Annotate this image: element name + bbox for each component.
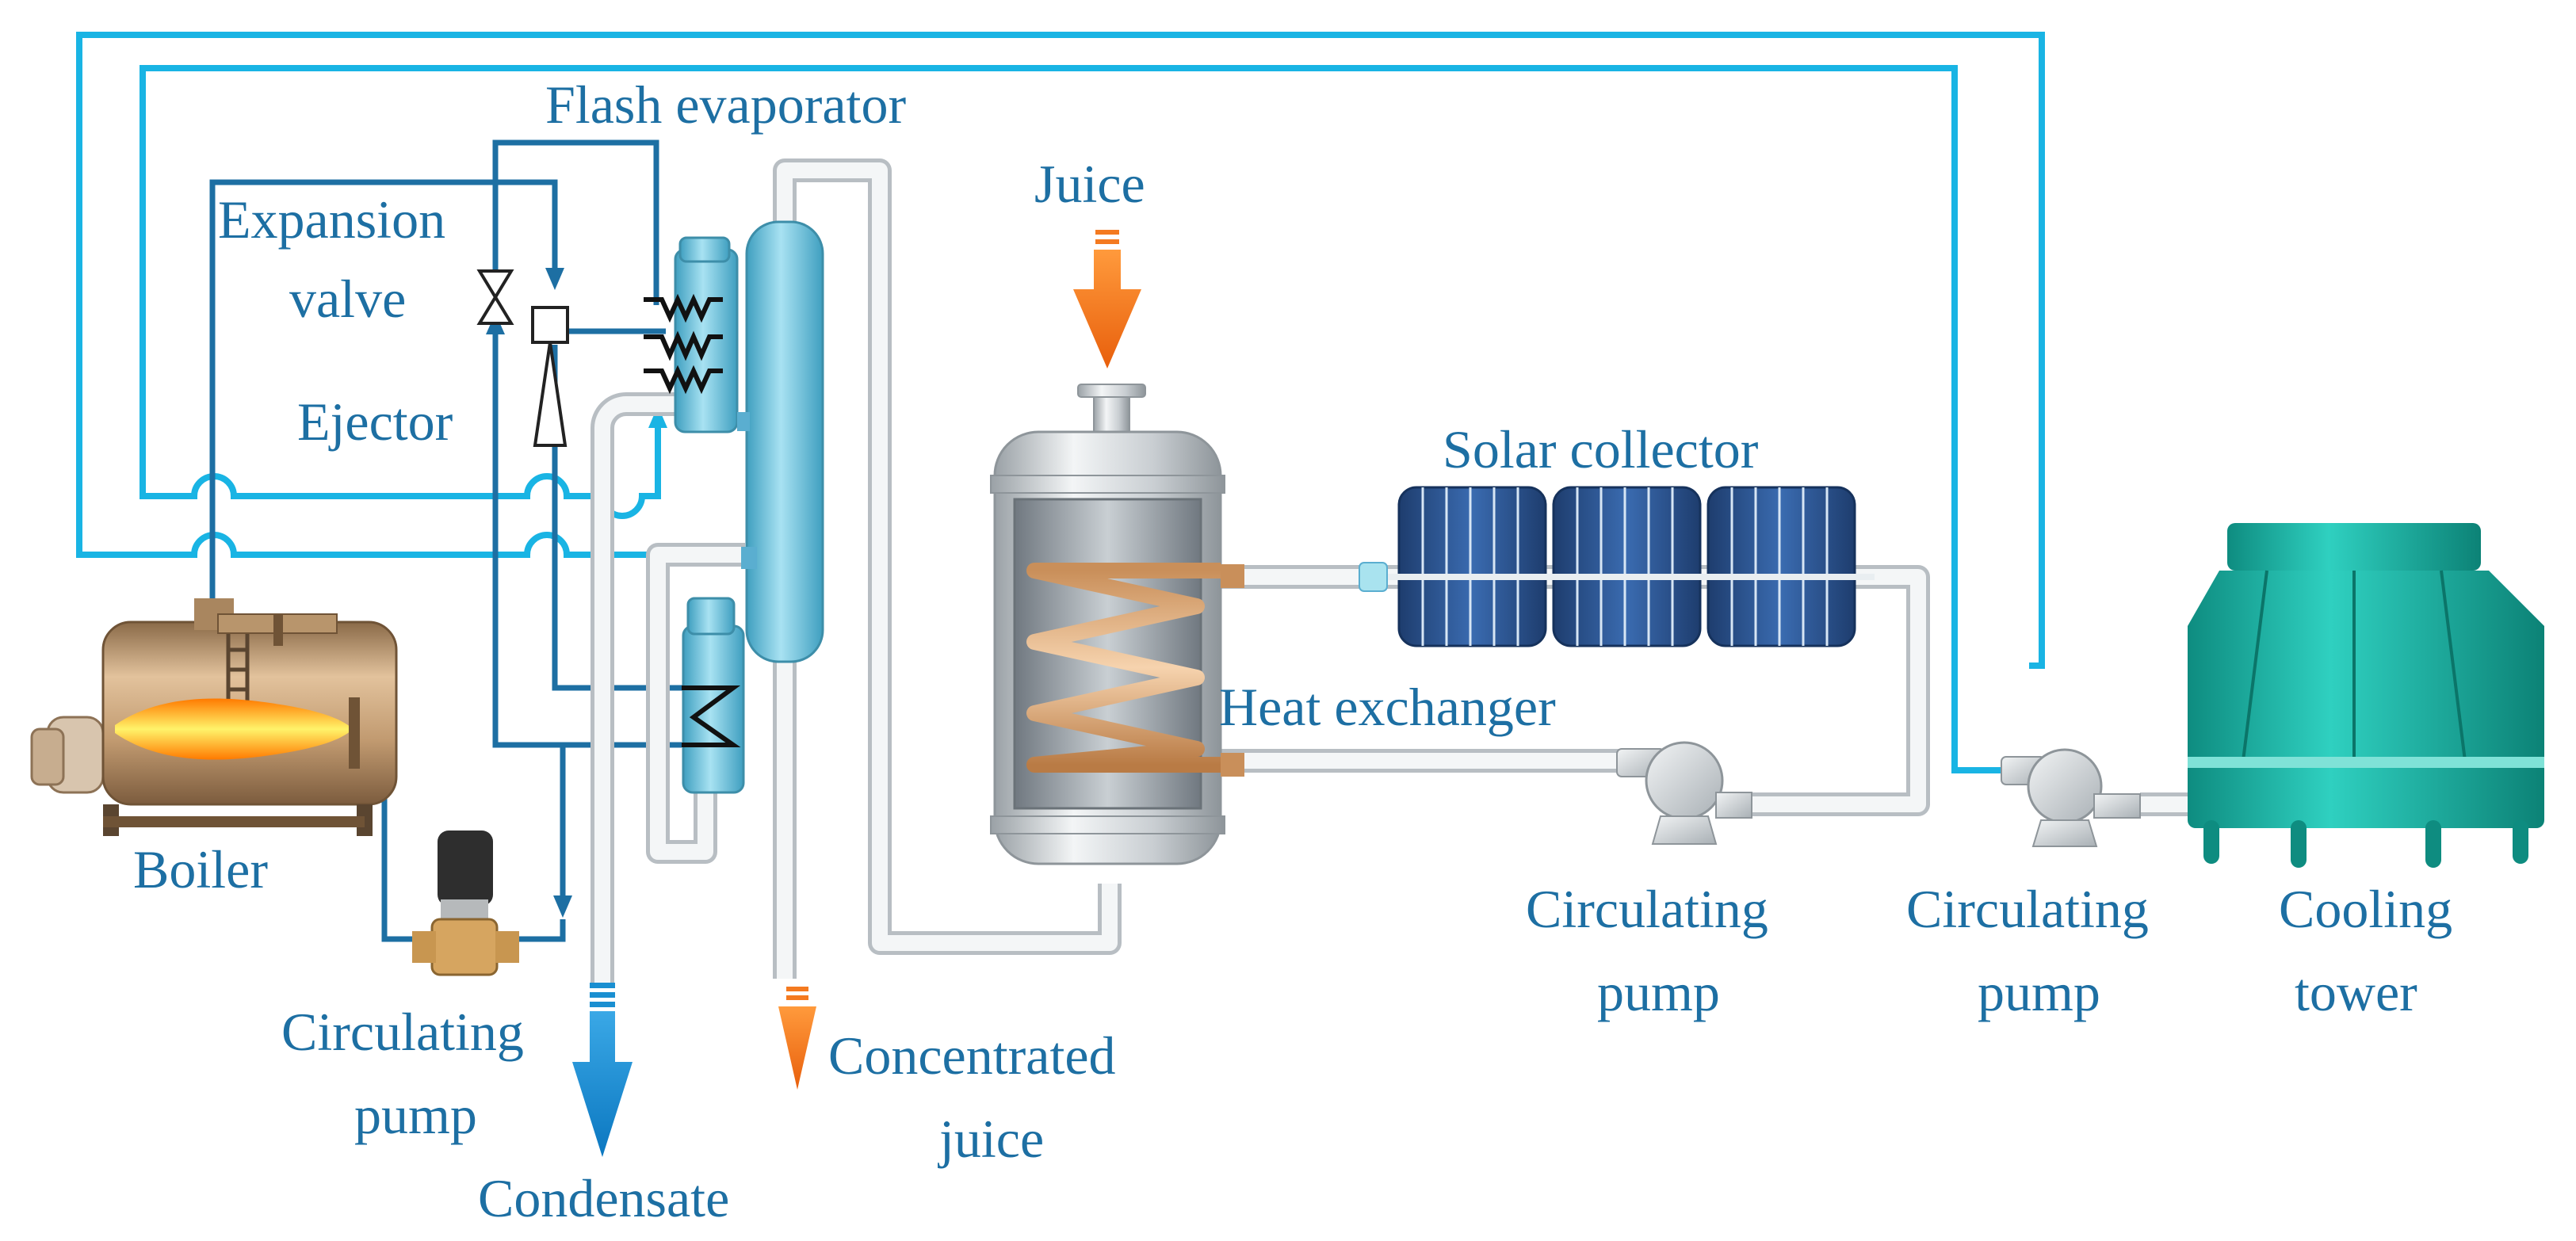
flash-evaporator-vessel	[737, 220, 824, 663]
right-circulating-pump	[2001, 748, 2141, 847]
heat-exchanger	[990, 384, 1244, 865]
cooling-water-loop-outer	[76, 32, 2045, 669]
lower-condenser	[682, 597, 745, 794]
label-cooling-tower-line1: Cooling	[2279, 879, 2452, 939]
expansion-valve	[476, 269, 514, 325]
label-expansion-valve-line1: Expansion	[218, 189, 445, 250]
label-boiler: Boiler	[133, 839, 268, 899]
label-left-pump-line1: Circulating	[281, 1002, 524, 1062]
label-solar-collector: Solar collector	[1443, 419, 1759, 479]
label-condensate: Condensate	[478, 1168, 729, 1228]
cooling-tower	[2188, 523, 2544, 868]
ejector	[531, 306, 569, 447]
solar-collector	[1359, 486, 1875, 647]
mid-circulating-pump	[1616, 741, 1752, 845]
label-concentrated-juice-line2: juice	[938, 1109, 1044, 1169]
solar-panel-3	[1707, 486, 1856, 647]
label-right-pump-line2: pump	[1978, 962, 2100, 1022]
cooling-water-loop-inner	[140, 65, 2029, 773]
solar-panel-1	[1397, 486, 1547, 647]
label-right-pump-line1: Circulating	[1906, 879, 2149, 939]
label-mid-pump-line2: pump	[1597, 962, 1720, 1022]
label-flash-evaporator: Flash evaporator	[545, 74, 906, 135]
upper-condenser	[644, 236, 739, 433]
label-heat-exchanger: Heat exchanger	[1219, 677, 1556, 737]
concentrated-juice-arrow	[778, 987, 816, 1090]
label-mid-pump-line1: Circulating	[1526, 879, 1768, 939]
label-juice: Juice	[1034, 154, 1145, 214]
label-cooling-tower-line2: tower	[2295, 962, 2417, 1022]
solar-panel-2	[1552, 486, 1702, 647]
label-ejector: Ejector	[297, 391, 453, 452]
label-expansion-valve-line2: valve	[289, 269, 406, 329]
left-circulating-pump	[384, 831, 519, 976]
condensate-arrow	[572, 983, 633, 1157]
juice-inlet-arrow	[1073, 230, 1141, 368]
boiler	[30, 598, 398, 836]
label-left-pump-line2: pump	[354, 1085, 477, 1145]
label-concentrated-juice-line1: Concentrated	[828, 1025, 1116, 1086]
